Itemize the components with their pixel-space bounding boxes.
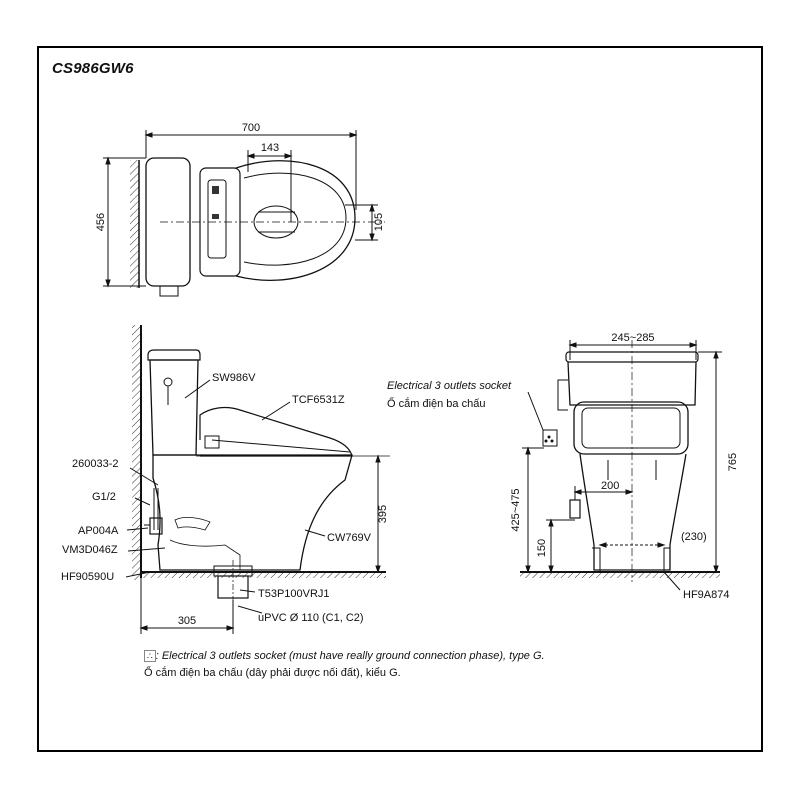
side-view [125,325,390,634]
dim-socket-height: 425~475 [510,488,522,531]
dim-seat-offset: 143 [261,142,279,154]
part-seat: TCF6531Z [292,394,345,406]
dim-tank-height: 395 [377,505,389,523]
part-hose: VM3D046Z [62,544,118,556]
front-seat [573,401,689,455]
socket-box [542,429,558,447]
part-valve: 260033-2 [72,458,119,470]
front-floor-hatch [520,572,720,578]
side-bowl [152,454,353,571]
part-bowl: CW769V [327,532,372,544]
part-cistern: SW986V [212,372,256,384]
drawing-frame [37,46,763,752]
socket-symbol: ∴ [144,650,156,662]
dim-total-length: 700 [242,122,260,134]
dim-rough-in: 305 [178,615,196,627]
dim-outlet-height: 150 [536,539,548,557]
model-code: CS986GW6 [52,60,134,77]
side-tank [149,359,199,456]
socket-label-vi: Ổ cắm điện ba chấu [387,397,485,410]
part-flange: HF90590U [61,571,114,583]
dim-total-width: 456 [95,213,107,231]
dim-seat-hole: 105 [373,213,385,231]
top-wall-hatch [130,160,139,288]
front-tank [567,361,697,406]
front-view [520,340,722,591]
side-wall-hatch [132,325,141,580]
footnote-line-1: ∴: Electrical 3 outlets socket (must hav… [144,649,545,663]
part-pipe: uPVC Ø 110 (C1, C2) [258,612,364,624]
top-view [103,130,385,297]
part-adapter: AP004A [78,525,119,537]
socket-label-en: Electrical 3 outlets socket [387,380,512,392]
side-floor-hatch [141,572,386,578]
dim-tank-width: 245~285 [611,332,654,344]
footnote-text-en: : Electrical 3 outlets socket (must have… [155,650,545,662]
part-drain: T53P100VRJ1 [258,588,330,600]
dim-bracket-spacing: (230) [681,531,707,543]
front-bowl [579,453,687,571]
part-anchor: HF9A874 [683,589,729,601]
side-seat [199,406,353,457]
top-seat-outline [235,160,356,281]
part-thread: G1/2 [92,491,116,503]
dim-overall-height: 765 [727,453,739,471]
footnote-text-vi: Ổ cắm điện ba chấu (dây phải được nối đấ… [144,667,401,679]
dim-supply-spacing: 200 [601,480,619,492]
